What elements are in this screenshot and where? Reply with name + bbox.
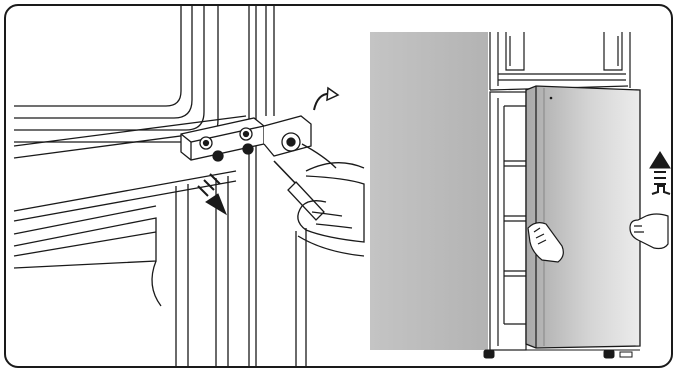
lower-door [14,171,306,366]
hinge-bracket [264,116,336,168]
left-panel-hinge-detail [14,6,364,366]
freezer-interior [490,92,526,350]
manual-illustration [6,6,671,366]
illustration-frame [4,4,673,368]
up-arrow-icon [650,152,670,194]
down-arrow-icon [198,174,226,214]
freezer-door [526,86,640,348]
hand-with-screwdriver [274,161,364,256]
right-panel-door-removal [370,32,670,358]
upper-compartment [490,32,630,90]
wall-background [370,32,488,350]
cabinet-feet [484,350,640,358]
cabinet-side [249,6,274,366]
rotate-arrow-icon [314,88,338,110]
hinge-plate [181,118,264,161]
